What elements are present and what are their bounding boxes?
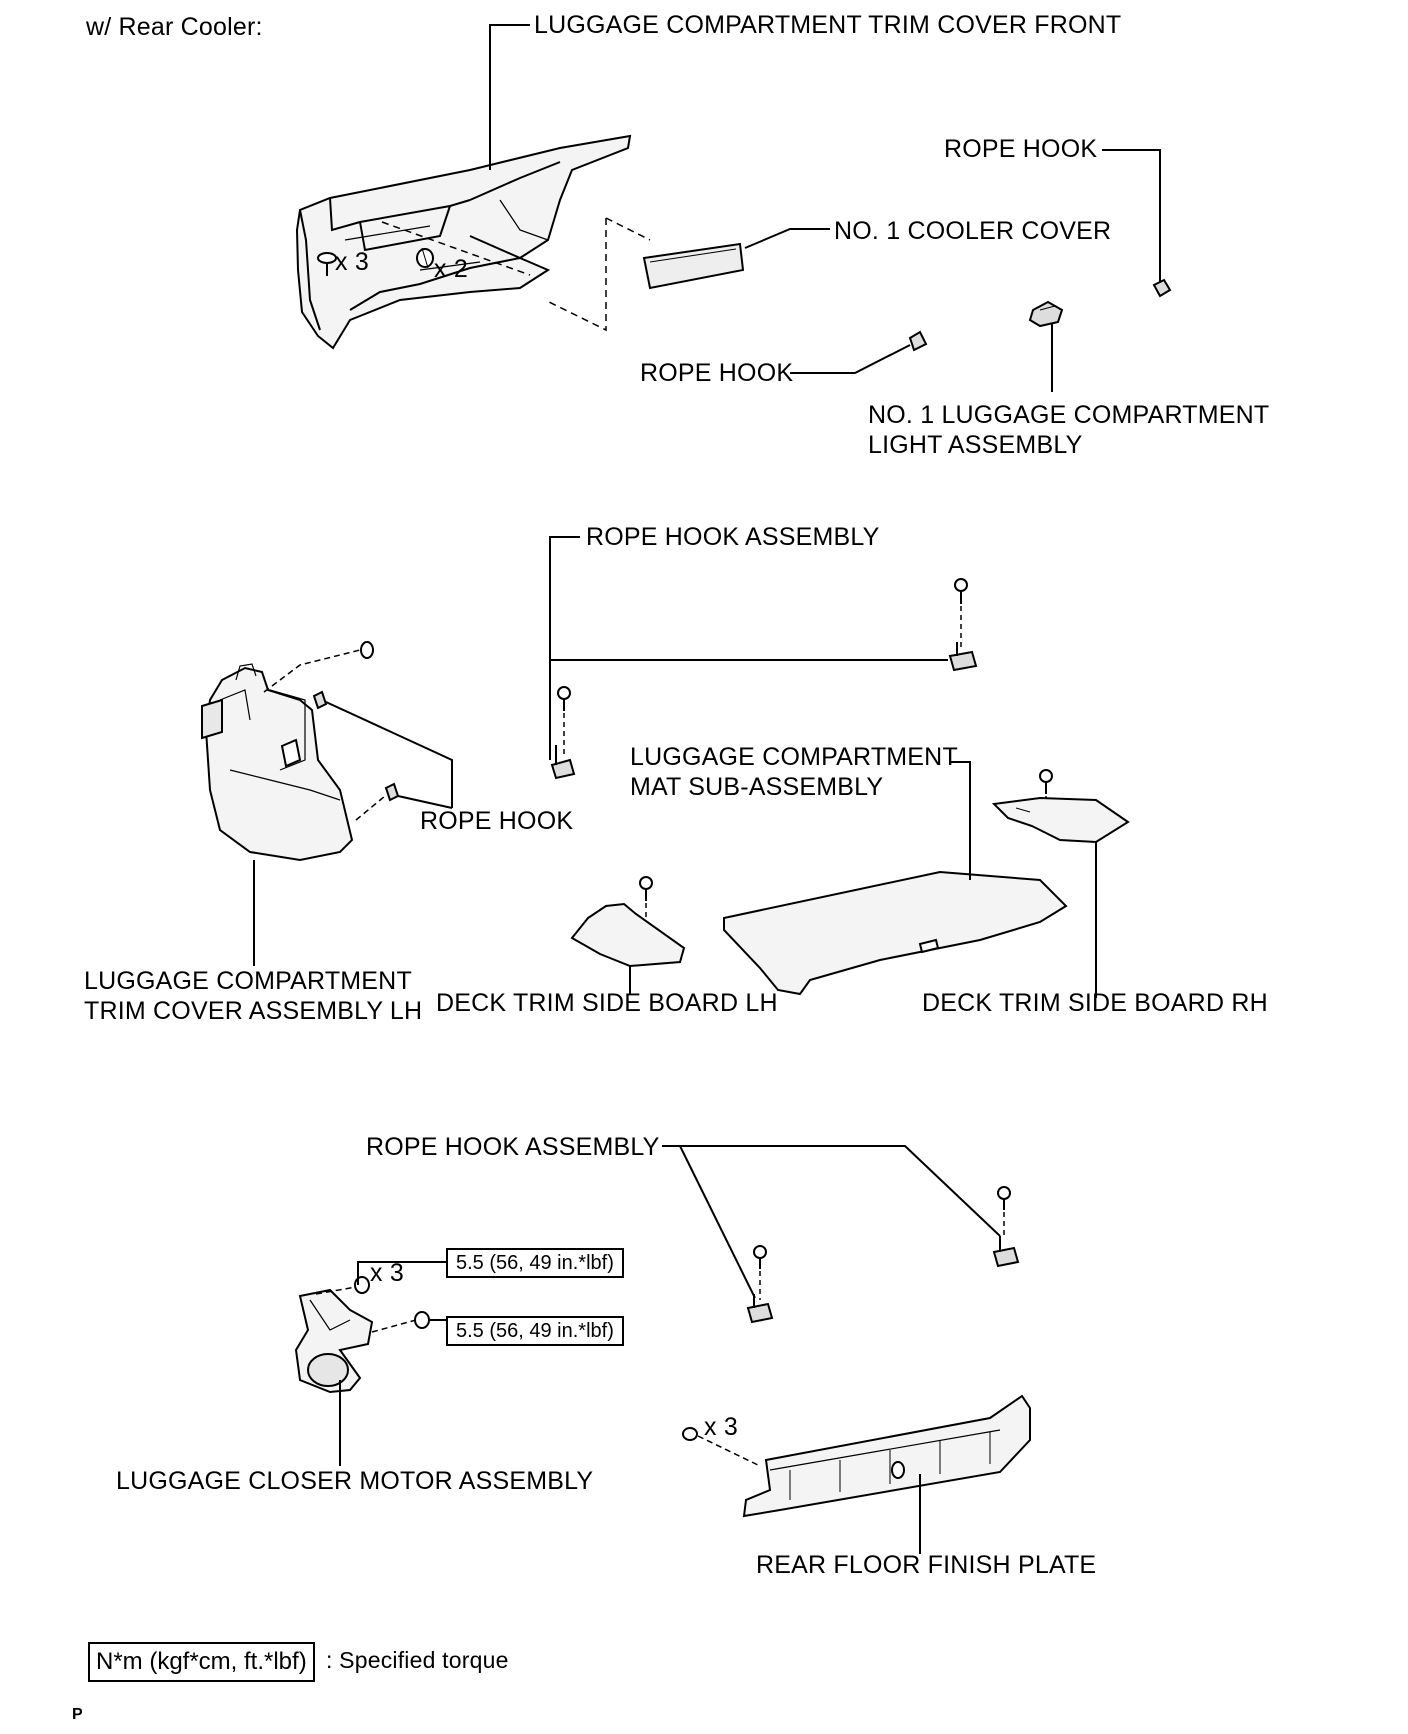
torque-legend-text: : Specified torque (326, 1647, 509, 1673)
rope-hook-assembly-part (948, 578, 978, 672)
deck-side-board-rh-part (991, 769, 1130, 844)
label-rear-floor-plate: REAR FLOOR FINISH PLATE (756, 1551, 1097, 1579)
label-mat-2: MAT SUB-ASSEMBLY (630, 773, 884, 801)
deck-side-board-lh-part (570, 876, 686, 968)
screw-icon (682, 1427, 761, 1467)
bolt-icon (263, 641, 374, 693)
label-trim-cover-lh-1: LUGGAGE COMPARTMENT (84, 967, 412, 995)
rope-hook-assembly-part (992, 1186, 1020, 1268)
label-rope-hook-assembly-mid: ROPE HOOK ASSEMBLY (586, 523, 880, 551)
leader-line (950, 761, 971, 880)
dashed-guide-line (605, 217, 651, 241)
clip-icon (317, 252, 337, 276)
label-light-assembly-1: NO. 1 LUGGAGE COMPARTMENT (868, 401, 1270, 429)
closer-motor-part (294, 1288, 374, 1394)
quantity-clip-x2: x 2 (434, 255, 468, 283)
label-mat-1: LUGGAGE COMPARTMENT (630, 743, 958, 771)
torque-spec-nut: 5.5 (56, 49 in.*lbf) (446, 1248, 624, 1278)
rear-floor-plate-part (742, 1394, 1031, 1518)
leader-line (790, 344, 911, 374)
torque-legend-box: N*m (kgf*cm, ft.*lbf) (88, 1642, 315, 1682)
torque-spec-bolt: 5.5 (56, 49 in.*lbf) (446, 1316, 624, 1346)
leader-line (489, 24, 530, 170)
leader-line (357, 1261, 446, 1285)
quantity-screw-x3: x 3 (704, 1413, 738, 1441)
page-title: w/ Rear Cooler: (86, 13, 263, 41)
dashed-guide-line (544, 218, 607, 332)
rope-hook-assembly-part (746, 1245, 774, 1324)
label-deck-trim-lh: DECK TRIM SIDE BOARD LH (436, 989, 778, 1017)
rope-hook-part (1152, 278, 1172, 298)
label-light-assembly-2: LIGHT ASSEMBLY (868, 431, 1083, 459)
leader-line (325, 701, 453, 808)
rope-hook-assembly-part (550, 686, 576, 780)
label-no1-cooler-cover: NO. 1 COOLER COVER (834, 217, 1112, 245)
leader-line (679, 1145, 756, 1299)
leader-line (1102, 149, 1161, 282)
leader-line (397, 795, 453, 809)
label-rope-hook-top: ROPE HOOK (944, 135, 1098, 163)
label-closer-motor: LUGGAGE CLOSER MOTOR ASSEMBLY (116, 1467, 594, 1495)
leader-line (662, 1145, 1001, 1237)
quantity-clip-x3: x 3 (335, 248, 369, 276)
dashed-guide-line (381, 221, 531, 276)
label-trim-cover-lh-2: TRIM COVER ASSEMBLY LH (84, 997, 423, 1025)
light-assembly-part (1028, 300, 1064, 328)
label-deck-trim-rh: DECK TRIM SIDE BOARD RH (922, 989, 1268, 1017)
cooler-cover-part (642, 242, 745, 290)
label-rope-hook-mid: ROPE HOOK (640, 359, 794, 387)
leader-line (549, 536, 580, 760)
leader-line (744, 228, 830, 249)
rope-hook-part (312, 690, 328, 710)
rope-hook-part (908, 330, 928, 352)
trim-cover-lh-part (201, 663, 354, 862)
label-trim-cover-front: LUGGAGE COMPARTMENT TRIM COVER FRONT (534, 11, 1122, 39)
trim-cover-front-part (295, 134, 632, 350)
luggage-mat-part (723, 870, 1068, 996)
label-rope-hook-assembly-bottom: ROPE HOOK ASSEMBLY (366, 1133, 660, 1161)
quantity-nut-x3: x 3 (370, 1259, 404, 1287)
clip-ring-icon (416, 247, 434, 269)
footer-code: P (72, 1706, 83, 1723)
label-rope-hook-lh: ROPE HOOK (420, 807, 574, 835)
rope-hook-part (355, 782, 400, 821)
